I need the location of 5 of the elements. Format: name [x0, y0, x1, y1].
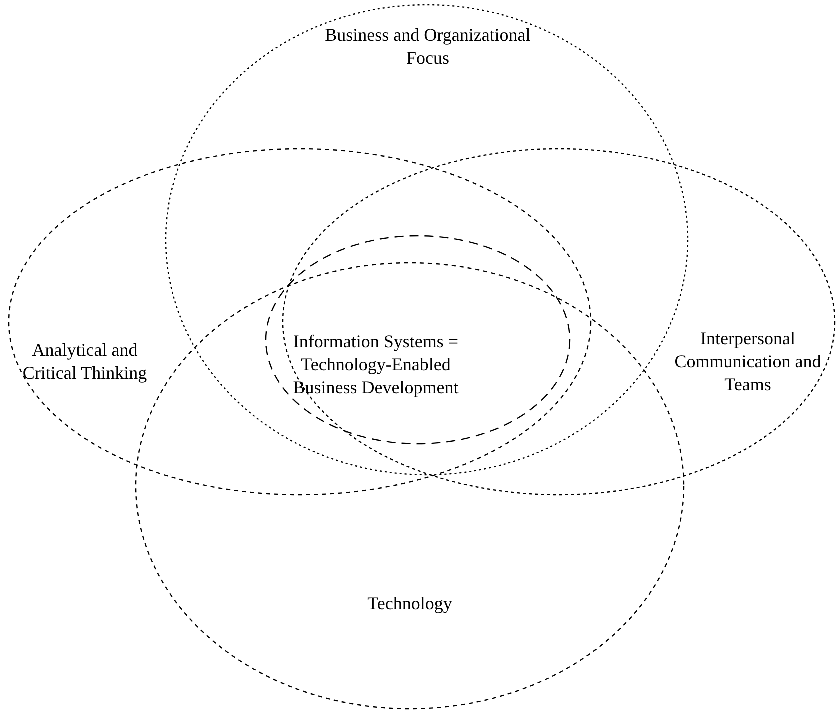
region-label: Interpersonal Communication and Teams	[674, 328, 822, 396]
region-label: Analytical and Critical Thinking	[22, 339, 148, 385]
region-label: Technology	[366, 592, 454, 616]
region-label: Information Systems = Technology-Enabled Business Development	[292, 330, 460, 400]
region-label: Business and Organizational Focus	[324, 24, 532, 70]
